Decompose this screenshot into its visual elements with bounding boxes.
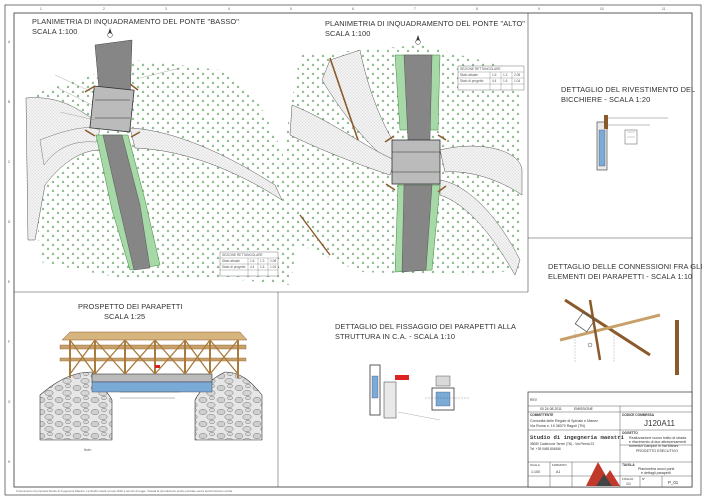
grid-col-3: 3 xyxy=(165,7,167,11)
prospetto-drawing xyxy=(39,331,263,441)
tb-format-label: FORMATO xyxy=(552,463,567,467)
grid-col-4: 4 xyxy=(228,7,230,11)
tb-tavola-label: TAVOLA xyxy=(622,463,635,467)
tb-sheet-value: 1/1 xyxy=(626,482,631,486)
detail-bicchiere-title-2: BICCHIERE - SCALA 1:20 xyxy=(561,95,651,104)
grid-col-1: 1 xyxy=(40,7,42,11)
grid-col-7: 7 xyxy=(414,7,416,11)
tb-client-label: COMMITTENTE xyxy=(530,413,554,417)
tb-tavola-line2: e dettagli parapetti xyxy=(641,471,671,475)
tb-phase: PROGETTO ESECUTIVO xyxy=(636,449,678,453)
tb-firm-tel: Tel. +39 0465 804566 xyxy=(530,447,561,451)
grid-col-2: 2 xyxy=(103,7,105,11)
frame-inner xyxy=(13,12,693,488)
grid-row-g: G xyxy=(8,400,11,404)
detail-bicchiere-title-1: DETTAGLIO DEL RIVESTIMENTO DEL xyxy=(561,85,696,94)
plan-high-scale: SCALA 1:100 xyxy=(325,29,371,38)
tb-desc: EMISSIONE xyxy=(574,407,593,411)
fissaggio-drawing xyxy=(369,364,470,421)
grid-row-b: B xyxy=(8,100,11,104)
plan-high-table xyxy=(457,65,525,91)
fissaggio-title-1: DETTAGLIO DEL FISSAGGIO DEI PARAPETTI AL… xyxy=(335,322,517,331)
grid-col-8: 8 xyxy=(476,7,478,11)
tb-rev-label: REV xyxy=(530,398,537,402)
fissaggio-title-2: STRUTTURA IN C.A. - SCALA 1:10 xyxy=(335,332,456,341)
plan-low-drawing xyxy=(25,28,300,285)
grid-col-6: 6 xyxy=(352,7,354,11)
tb-format-value: A1 xyxy=(556,470,561,474)
grid-row-a: A xyxy=(8,40,11,44)
plan-low-table-r1c1: 4.4 xyxy=(250,265,255,269)
plan-low-table-r1c0: Stato di progetto xyxy=(222,265,246,269)
prospetto-title-2: SCALA 1:25 xyxy=(104,312,146,321)
plan-low-table-r1c3: 1.04 xyxy=(270,265,277,269)
tb-client-addr: Via Roma n. 19 38070 Ragoli (TN) xyxy=(530,424,586,428)
tb-firm-name: Studio di ingegneria maestri xyxy=(530,434,624,441)
plan-low-table-r0c2: 1.3 xyxy=(260,259,265,263)
plan-low-table-r0c0: Stato attuale xyxy=(222,259,240,263)
tb-number-label: N° xyxy=(642,477,646,481)
tb-tavola-line1: Planimetria nuovi ponti xyxy=(638,467,675,471)
grid-row-c: C xyxy=(8,160,11,164)
plan-low-table-header: SEZIONE RETTANGOLARE xyxy=(222,253,263,257)
plan-low-table-r0c3: 2.08 xyxy=(270,259,277,263)
grid-row-d: D xyxy=(8,220,11,224)
grid-row-f: F xyxy=(8,340,10,344)
tb-number-value: P_01 xyxy=(668,480,679,485)
grid-col-11: 11 xyxy=(662,7,666,11)
plan-high-table-r0c0: Stato attuale xyxy=(460,73,478,77)
tb-code: J120A11 xyxy=(644,419,675,428)
plan-high-table-r0c3: 2.08 xyxy=(514,73,521,77)
tb-code-label: CODICE COMMESSA xyxy=(622,413,655,417)
plan-high-title: PLANIMETRIA DI INQUADRAMENTO DEL PONTE "… xyxy=(325,19,526,28)
tb-object-line2: e rifacimento di due attraversamenti xyxy=(629,440,687,444)
tb-firm-addr: 38080 Caderzone Terme (TN) - Via Pineta … xyxy=(530,442,595,446)
plan-high-table-header: SEZIONE RETTANGOLARE xyxy=(460,67,501,71)
detail-connessioni-title-1: DETTAGLIO DELLE CONNESSIONI FRA GLI xyxy=(548,262,703,271)
grid-row-h: H xyxy=(8,460,11,464)
frame-outer xyxy=(4,4,702,496)
tb-sheet-label: FOGLIO xyxy=(622,477,634,481)
plan-low-table-r0c1: 1.6 xyxy=(250,259,255,263)
studio-logo xyxy=(586,462,620,486)
tb-scale-value: 1:100 xyxy=(531,470,540,474)
plan-low-scale: SCALA 1:100 xyxy=(32,27,78,36)
tb-object-line1: Realizzazione nuovo tratto di strada xyxy=(629,436,687,440)
footer-note: Il documento di proprietà Studio di Inge… xyxy=(16,489,233,493)
plan-high-table-r0c1: 1.6 xyxy=(492,73,497,77)
detail-connessioni-drawing xyxy=(559,298,679,375)
plan-high-drawing xyxy=(285,35,523,276)
grid-col-5: 5 xyxy=(290,7,292,11)
plan-high-table-r1c2: 1.6 xyxy=(503,79,508,83)
tb-scale-label: SCALA xyxy=(530,463,540,467)
tb-date: 00 24-08-2011 xyxy=(540,407,562,411)
plan-high-table-r1c1: 4.4 xyxy=(492,79,497,83)
plan-low-annotations xyxy=(54,67,181,121)
plan-high-table-r1c0: Stato di progetto xyxy=(460,79,484,83)
prospetto-title-1: PROSPETTO DEI PARAPETTI xyxy=(78,302,183,311)
plan-high-table-r1c3: 1.04 xyxy=(514,79,521,83)
grid-col-10: 10 xyxy=(600,7,604,11)
plan-low-title: PLANIMETRIA DI INQUADRAMENTO DEL PONTE "… xyxy=(32,17,239,26)
prospetto-note-label: Note: xyxy=(84,448,92,452)
grid-row-e: E xyxy=(8,280,11,284)
tb-object-label: OGGETTO xyxy=(622,431,638,435)
grid-col-9: 9 xyxy=(538,7,540,11)
plan-low-table xyxy=(219,251,279,277)
detail-bicchiere-drawing xyxy=(596,115,668,171)
plan-low-table-r1c2: 1.6 xyxy=(260,265,265,269)
tb-object-line3: torrentizi Campiol in Val Manez xyxy=(629,444,679,448)
plan-high-table-r0c2: 1.3 xyxy=(503,73,508,77)
tb-client-name: Comunità delle Regole di Spinale e Manez xyxy=(530,419,598,423)
detail-connessioni-title-2: ELEMENTI DEI PARAPETTI - SCALA 1:10 xyxy=(548,272,693,281)
